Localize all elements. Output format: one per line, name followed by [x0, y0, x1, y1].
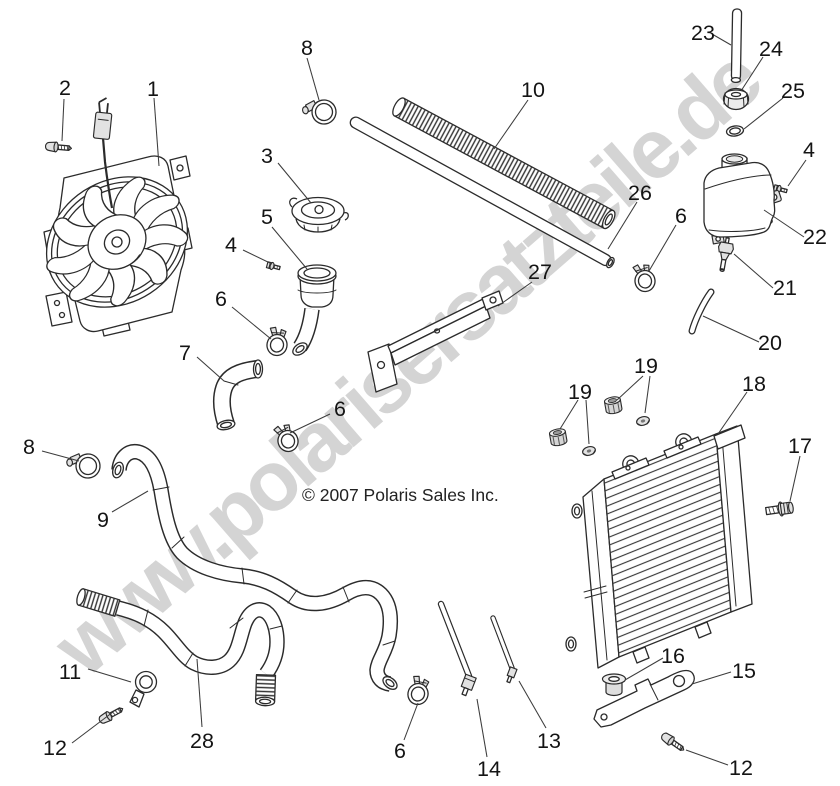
- callout-11: 11: [59, 660, 81, 684]
- part-clamp-8b: [65, 451, 102, 481]
- callout-7: 7: [179, 341, 191, 365]
- part-bolt-17: [765, 501, 794, 517]
- callout-18: 18: [742, 372, 766, 396]
- callout-27: 27: [528, 260, 552, 284]
- part-clamp-6d: [404, 673, 434, 708]
- callout-19b: 19: [568, 380, 592, 404]
- part-elbow-hose: [212, 359, 264, 431]
- part-corrugated-tube: [392, 97, 616, 230]
- part-hose-lower: [76, 588, 285, 707]
- part-rod-13: [490, 615, 518, 684]
- part-nut-19a: [635, 414, 651, 428]
- part-filler-neck: [292, 264, 337, 356]
- part-hose-upper: [111, 443, 399, 692]
- callouts: 1 2 8 3 5 4 6 7 6 8 9 11 12 28 6 14 13 1…: [23, 21, 827, 781]
- callout-9: 9: [97, 508, 109, 532]
- part-rod-14: [437, 600, 477, 697]
- part-nut-19b: [581, 444, 597, 458]
- part-fitting-21: [717, 237, 734, 272]
- callout-21: 21: [773, 276, 797, 300]
- part-grommet-16: [601, 673, 627, 697]
- callout-26: 26: [628, 181, 652, 205]
- part-screw-12a: [96, 703, 126, 726]
- part-clamp-6a: [264, 325, 291, 358]
- part-straight-tube: [349, 116, 615, 269]
- callout-28: 28: [190, 729, 214, 753]
- callout-22: 22: [803, 225, 827, 249]
- callout-14: 14: [477, 757, 501, 781]
- callout-6a: 6: [215, 287, 227, 311]
- fan-connector: [92, 97, 113, 140]
- callout-10: 10: [521, 78, 545, 102]
- copyright-notice: © 2007 Polaris Sales Inc.: [302, 485, 499, 505]
- callout-13: 13: [537, 729, 561, 753]
- part-screw-12b: [658, 730, 688, 755]
- callout-12a: 12: [43, 736, 67, 760]
- callout-15: 15: [732, 659, 756, 683]
- callout-23: 23: [691, 21, 715, 45]
- part-overflow-tube: [730, 8, 743, 84]
- part-pressure-cap: [289, 196, 349, 233]
- part-cap-24: [722, 87, 750, 111]
- callout-19a: 19: [634, 354, 658, 378]
- callout-4b: 4: [803, 138, 815, 162]
- callout-3: 3: [261, 144, 273, 168]
- callout-8a: 8: [301, 36, 313, 60]
- part-mount-19a: [603, 395, 624, 416]
- callout-5: 5: [261, 205, 273, 229]
- part-bracket-15: [593, 669, 695, 728]
- callout-17: 17: [788, 434, 812, 458]
- callout-12b: 12: [729, 756, 753, 780]
- part-mount-bracket: [367, 290, 504, 393]
- part-seal-25: [725, 125, 745, 137]
- part-vent-tube: [688, 288, 715, 335]
- callout-24: 24: [759, 37, 783, 61]
- callout-25: 25: [781, 79, 805, 103]
- part-fan-assembly: [43, 97, 193, 337]
- part-screw-2: [44, 140, 73, 154]
- leader-lines: [41, 33, 807, 766]
- callout-6d: 6: [394, 739, 406, 763]
- callout-16: 16: [661, 644, 685, 668]
- part-radiator: [565, 424, 753, 669]
- part-reservoir-tank: [703, 153, 782, 245]
- callout-4a: 4: [225, 233, 237, 257]
- callout-1: 1: [147, 77, 159, 101]
- part-clamp-8a: [300, 96, 339, 129]
- callout-20: 20: [758, 331, 782, 355]
- callout-6b: 6: [334, 397, 346, 421]
- part-p-clamp: [129, 670, 158, 708]
- part-mount-19b: [548, 427, 569, 448]
- callout-6c: 6: [675, 204, 687, 228]
- part-clamp-6c: [632, 262, 658, 294]
- callout-2: 2: [59, 76, 71, 100]
- callout-8b: 8: [23, 435, 35, 459]
